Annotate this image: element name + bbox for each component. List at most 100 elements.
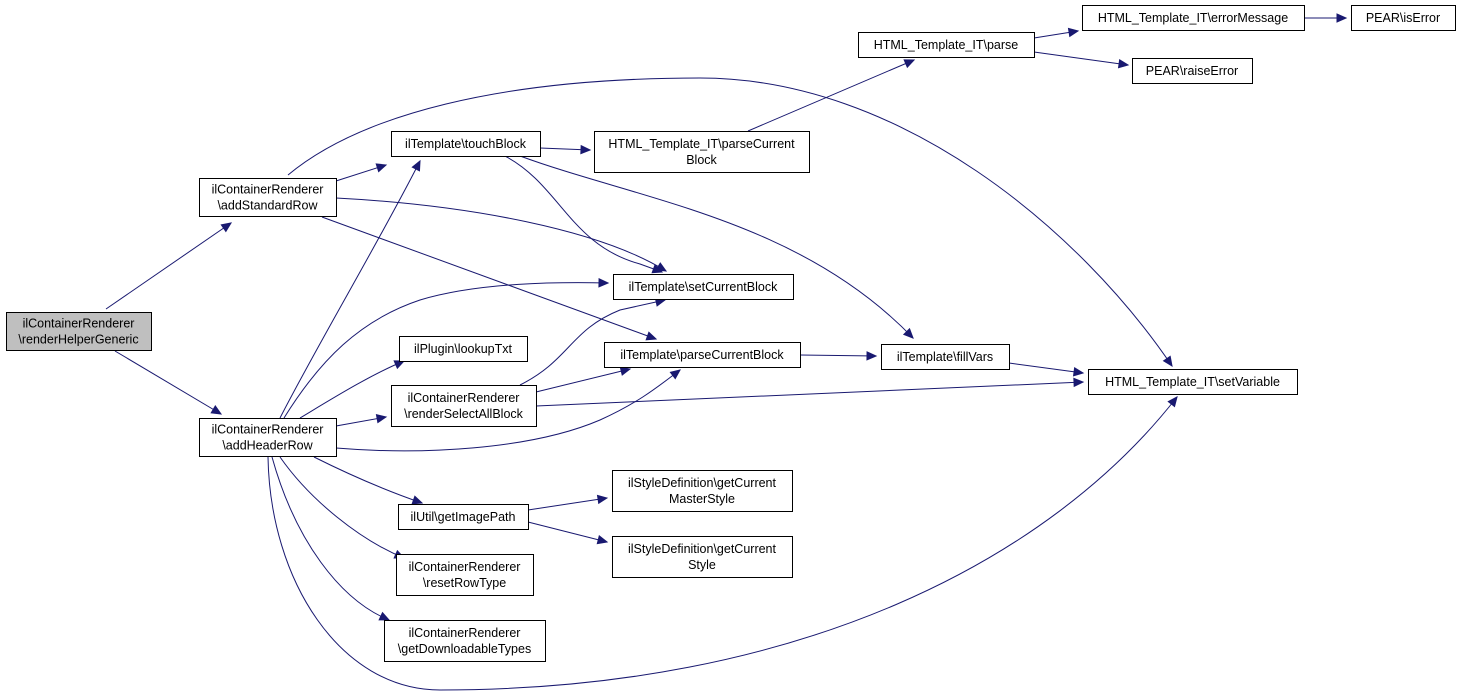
node-label: ilTemplate\parseCurrentBlock — [620, 348, 784, 362]
node-renderSelectAllBlock[interactable]: ilContainerRenderer\renderSelectAllBlock — [391, 385, 537, 427]
node-box[interactable] — [1351, 5, 1456, 31]
arrowhead — [902, 327, 914, 339]
node-box[interactable] — [6, 312, 152, 351]
arrowhead — [645, 331, 658, 341]
arrowhead — [375, 163, 388, 173]
edge-addStandardRow-to-setCurrentBlock — [335, 197, 668, 272]
arrowhead — [651, 264, 664, 274]
node-box[interactable] — [384, 620, 546, 662]
node-label: ilStyleDefinition\getCurrent — [628, 542, 777, 556]
node-label: ilContainerRenderer — [409, 626, 521, 640]
node-label: ilTemplate\setCurrentBlock — [629, 280, 778, 294]
node-label: PEAR\raiseError — [1146, 64, 1238, 78]
node-box[interactable] — [391, 385, 537, 427]
arrowhead — [903, 59, 916, 69]
edge-fillVars-to-setVariable — [1008, 362, 1085, 377]
node-errorMessage[interactable]: HTML_Template_IT\errorMessage — [1082, 5, 1305, 31]
node-box[interactable] — [612, 536, 793, 578]
node-box[interactable] — [604, 342, 801, 368]
edge-touchBlock-to-parseCurrentBlockIT — [539, 144, 592, 155]
edge-addStandardRow-to-touchBlock — [335, 163, 388, 182]
node-box[interactable] — [613, 274, 794, 300]
node-label: ilContainerRenderer — [212, 423, 324, 437]
node-box[interactable] — [391, 131, 541, 157]
node-box[interactable] — [199, 178, 337, 217]
node-renderHelperGeneric[interactable]: ilContainerRenderer\renderHelperGeneric — [6, 312, 152, 351]
node-fillVars[interactable]: ilTemplate\fillVars — [881, 344, 1010, 370]
node-setVariable[interactable]: HTML_Template_IT\setVariable — [1088, 369, 1298, 395]
arrowhead — [1067, 27, 1080, 38]
edge-line — [271, 456, 390, 621]
edge-line — [114, 350, 222, 415]
edge-addHeaderRow-to-touchBlock — [279, 159, 421, 419]
node-touchBlock[interactable]: ilTemplate\touchBlock — [391, 131, 541, 157]
arrowhead — [375, 413, 388, 424]
edge-line — [283, 282, 609, 419]
edge-addHeaderRow-to-renderSelectAllBlock — [335, 413, 388, 427]
node-box[interactable] — [858, 32, 1035, 58]
node-label: \renderHelperGeneric — [18, 333, 138, 347]
arrowhead — [596, 535, 609, 545]
edge-line — [335, 197, 667, 272]
node-parseCurrentBlockIT[interactable]: HTML_Template_IT\parseCurrentBlock — [594, 131, 810, 173]
node-box[interactable] — [399, 336, 528, 362]
node-box[interactable] — [594, 131, 810, 173]
node-label: \resetRowType — [423, 576, 506, 590]
node-label: ilTemplate\touchBlock — [405, 137, 527, 151]
node-getImagePath[interactable]: ilUtil\getImagePath — [398, 504, 529, 530]
node-getDownloadableTypes[interactable]: ilContainerRenderer \getDownloadableTypes — [384, 620, 546, 662]
edge-line — [279, 160, 421, 419]
node-label: HTML_Template_IT\parse — [874, 38, 1019, 52]
arrowhead — [1117, 58, 1130, 69]
edge-addHeaderRow-to-getDownloadableTypes — [271, 456, 391, 621]
node-box[interactable] — [881, 344, 1010, 370]
edge-addHeaderRow-to-resetRowType — [279, 456, 406, 559]
node-parseIT[interactable]: HTML_Template_IT\parse — [858, 32, 1035, 58]
arrowhead — [866, 351, 878, 361]
node-box[interactable] — [396, 554, 534, 596]
edge-addHeaderRow-to-getImagePath — [313, 456, 424, 505]
arrowhead — [1167, 396, 1178, 408]
node-lookupTxt[interactable]: ilPlugin\lookupTxt — [399, 336, 528, 362]
node-addHeaderRow[interactable]: ilContainerRenderer \addHeaderRow — [199, 418, 337, 457]
node-label: HTML_Template_IT\errorMessage — [1098, 11, 1288, 25]
node-isError[interactable]: PEAR\isError — [1351, 5, 1456, 31]
edge-touchBlock-to-fillVars — [519, 155, 914, 339]
node-raiseError[interactable]: PEAR\raiseError — [1132, 58, 1253, 84]
edge-line — [1008, 362, 1084, 374]
edge-parseCurrentBlockIT-to-parseIT — [747, 59, 916, 132]
edge-line — [799, 354, 877, 357]
node-label: ilContainerRenderer — [409, 560, 521, 574]
edge-line — [535, 381, 1084, 407]
edge-addHeaderRow-to-setVariable — [267, 396, 1178, 691]
node-box[interactable] — [1088, 369, 1298, 395]
edge-renderSelectAllBlock-to-setCurrentBlock — [519, 297, 667, 386]
node-label: \addHeaderRow — [222, 439, 313, 453]
node-box[interactable] — [612, 470, 793, 512]
node-parseCurrentBlock[interactable]: ilTemplate\parseCurrentBlock — [604, 342, 801, 368]
arrowhead — [619, 366, 632, 376]
node-label: ilTemplate\fillVars — [897, 350, 993, 364]
node-label: \getDownloadableTypes — [398, 642, 531, 656]
nodes-layer: ilContainerRenderer\renderHelperGenerici… — [6, 5, 1456, 662]
node-resetRowType[interactable]: ilContainerRenderer \resetRowType — [396, 554, 534, 596]
edge-line — [527, 497, 608, 511]
node-box[interactable] — [398, 504, 529, 530]
node-label: HTML_Template_IT\parseCurrent — [608, 137, 795, 151]
node-setCurrentBlock[interactable]: ilTemplate\setCurrentBlock — [613, 274, 794, 300]
edge-addStandardRow-to-parseCurrentBlock — [321, 216, 658, 341]
node-box[interactable] — [199, 418, 337, 457]
node-label: HTML_Template_IT\setVariable — [1105, 375, 1280, 389]
node-label: ilPlugin\lookupTxt — [414, 342, 512, 356]
edge-addHeaderRow-to-setCurrentBlock — [283, 278, 610, 419]
edge-parseIT-to-raiseError — [1033, 51, 1130, 69]
arrowhead — [411, 495, 424, 505]
edge-errorMessage-to-isError — [1304, 13, 1348, 23]
node-box[interactable] — [1082, 5, 1305, 31]
node-label: Block — [686, 153, 717, 167]
node-box[interactable] — [1132, 58, 1253, 84]
node-addStandardRow[interactable]: ilContainerRenderer\addStandardRow — [199, 178, 337, 217]
edge-renderSelectAllBlock-to-parseCurrentBlock — [535, 366, 632, 393]
